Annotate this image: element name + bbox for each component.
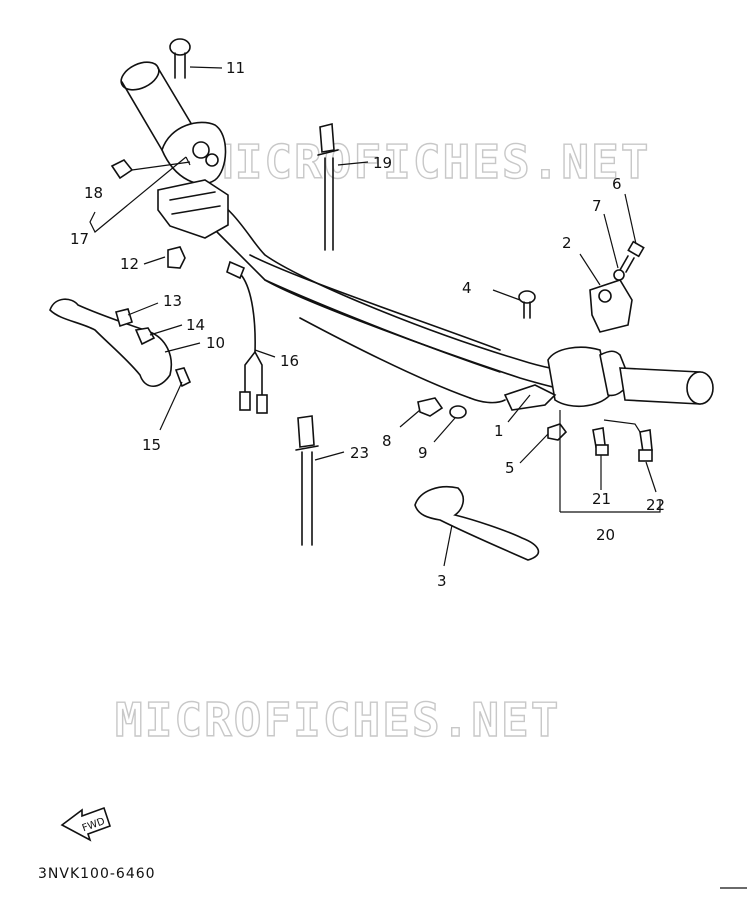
callout-22: 22: [646, 496, 665, 514]
part-18-screw: [110, 158, 134, 180]
leader-lines: [89, 66, 661, 567]
callout-4: 4: [462, 279, 472, 297]
callout-10: 10: [206, 334, 225, 352]
callout-20: 20: [596, 526, 615, 544]
callout-13: 13: [163, 292, 182, 310]
callout-12: 12: [120, 255, 139, 273]
part-9-washer: [449, 405, 467, 419]
callout-21: 21: [592, 490, 611, 508]
callout-5: 5: [505, 459, 515, 477]
part-12-nut: [167, 246, 186, 269]
callout-3: 3: [437, 572, 447, 590]
callout-2: 2: [562, 234, 572, 252]
callout-11: 11: [226, 59, 245, 77]
fwd-arrow-icon: FWD: [60, 806, 112, 842]
part-7-washer: [613, 269, 625, 281]
callout-7: 7: [592, 197, 602, 215]
callout-6: 6: [612, 175, 622, 193]
part-15-bolt: [174, 367, 192, 388]
callout-16: 16: [280, 352, 299, 370]
callout-14: 14: [186, 316, 205, 334]
callout-18: 18: [84, 184, 103, 202]
part-4-bolt: [518, 290, 536, 319]
part-23-cable-band: [295, 415, 319, 546]
part-5-nut: [547, 423, 568, 441]
part-19-cable-band: [317, 122, 339, 251]
part-3-brake-lever: [414, 486, 540, 561]
watermark-bottom: MICROFICHES.NET: [115, 693, 560, 747]
callout-19: 19: [373, 154, 392, 172]
part-10-clutch-lever: [49, 298, 172, 388]
part-2-holder: [589, 279, 633, 333]
part-1-bracket: [503, 384, 557, 411]
part-16-switch-lead: [226, 260, 268, 414]
part-22-screw: [638, 429, 653, 462]
callout-17: 17: [70, 230, 89, 248]
callout-15: 15: [142, 436, 161, 454]
handlebar: [204, 189, 576, 404]
part-13-bolt: [115, 308, 133, 328]
part-11-bolt: [169, 38, 191, 79]
callout-23: 23: [350, 444, 369, 462]
part-21-screw: [592, 427, 609, 456]
part-14-nut: [134, 327, 156, 346]
part-6-bolt: [619, 240, 645, 273]
watermark-top: MICROFICHES.NET: [205, 135, 650, 189]
throttle-grip: [547, 346, 714, 408]
callout-9: 9: [418, 444, 428, 462]
part-8-screw: [417, 397, 444, 417]
diagram-code: 3NVK100-6460: [38, 866, 156, 882]
callout-8: 8: [382, 432, 392, 450]
callouts: 11 19 18 17 12 13 14 10 15 16 23 8 9 1 5…: [70, 59, 665, 590]
clutch-holder: [157, 141, 229, 239]
callout-1: 1: [494, 422, 504, 440]
